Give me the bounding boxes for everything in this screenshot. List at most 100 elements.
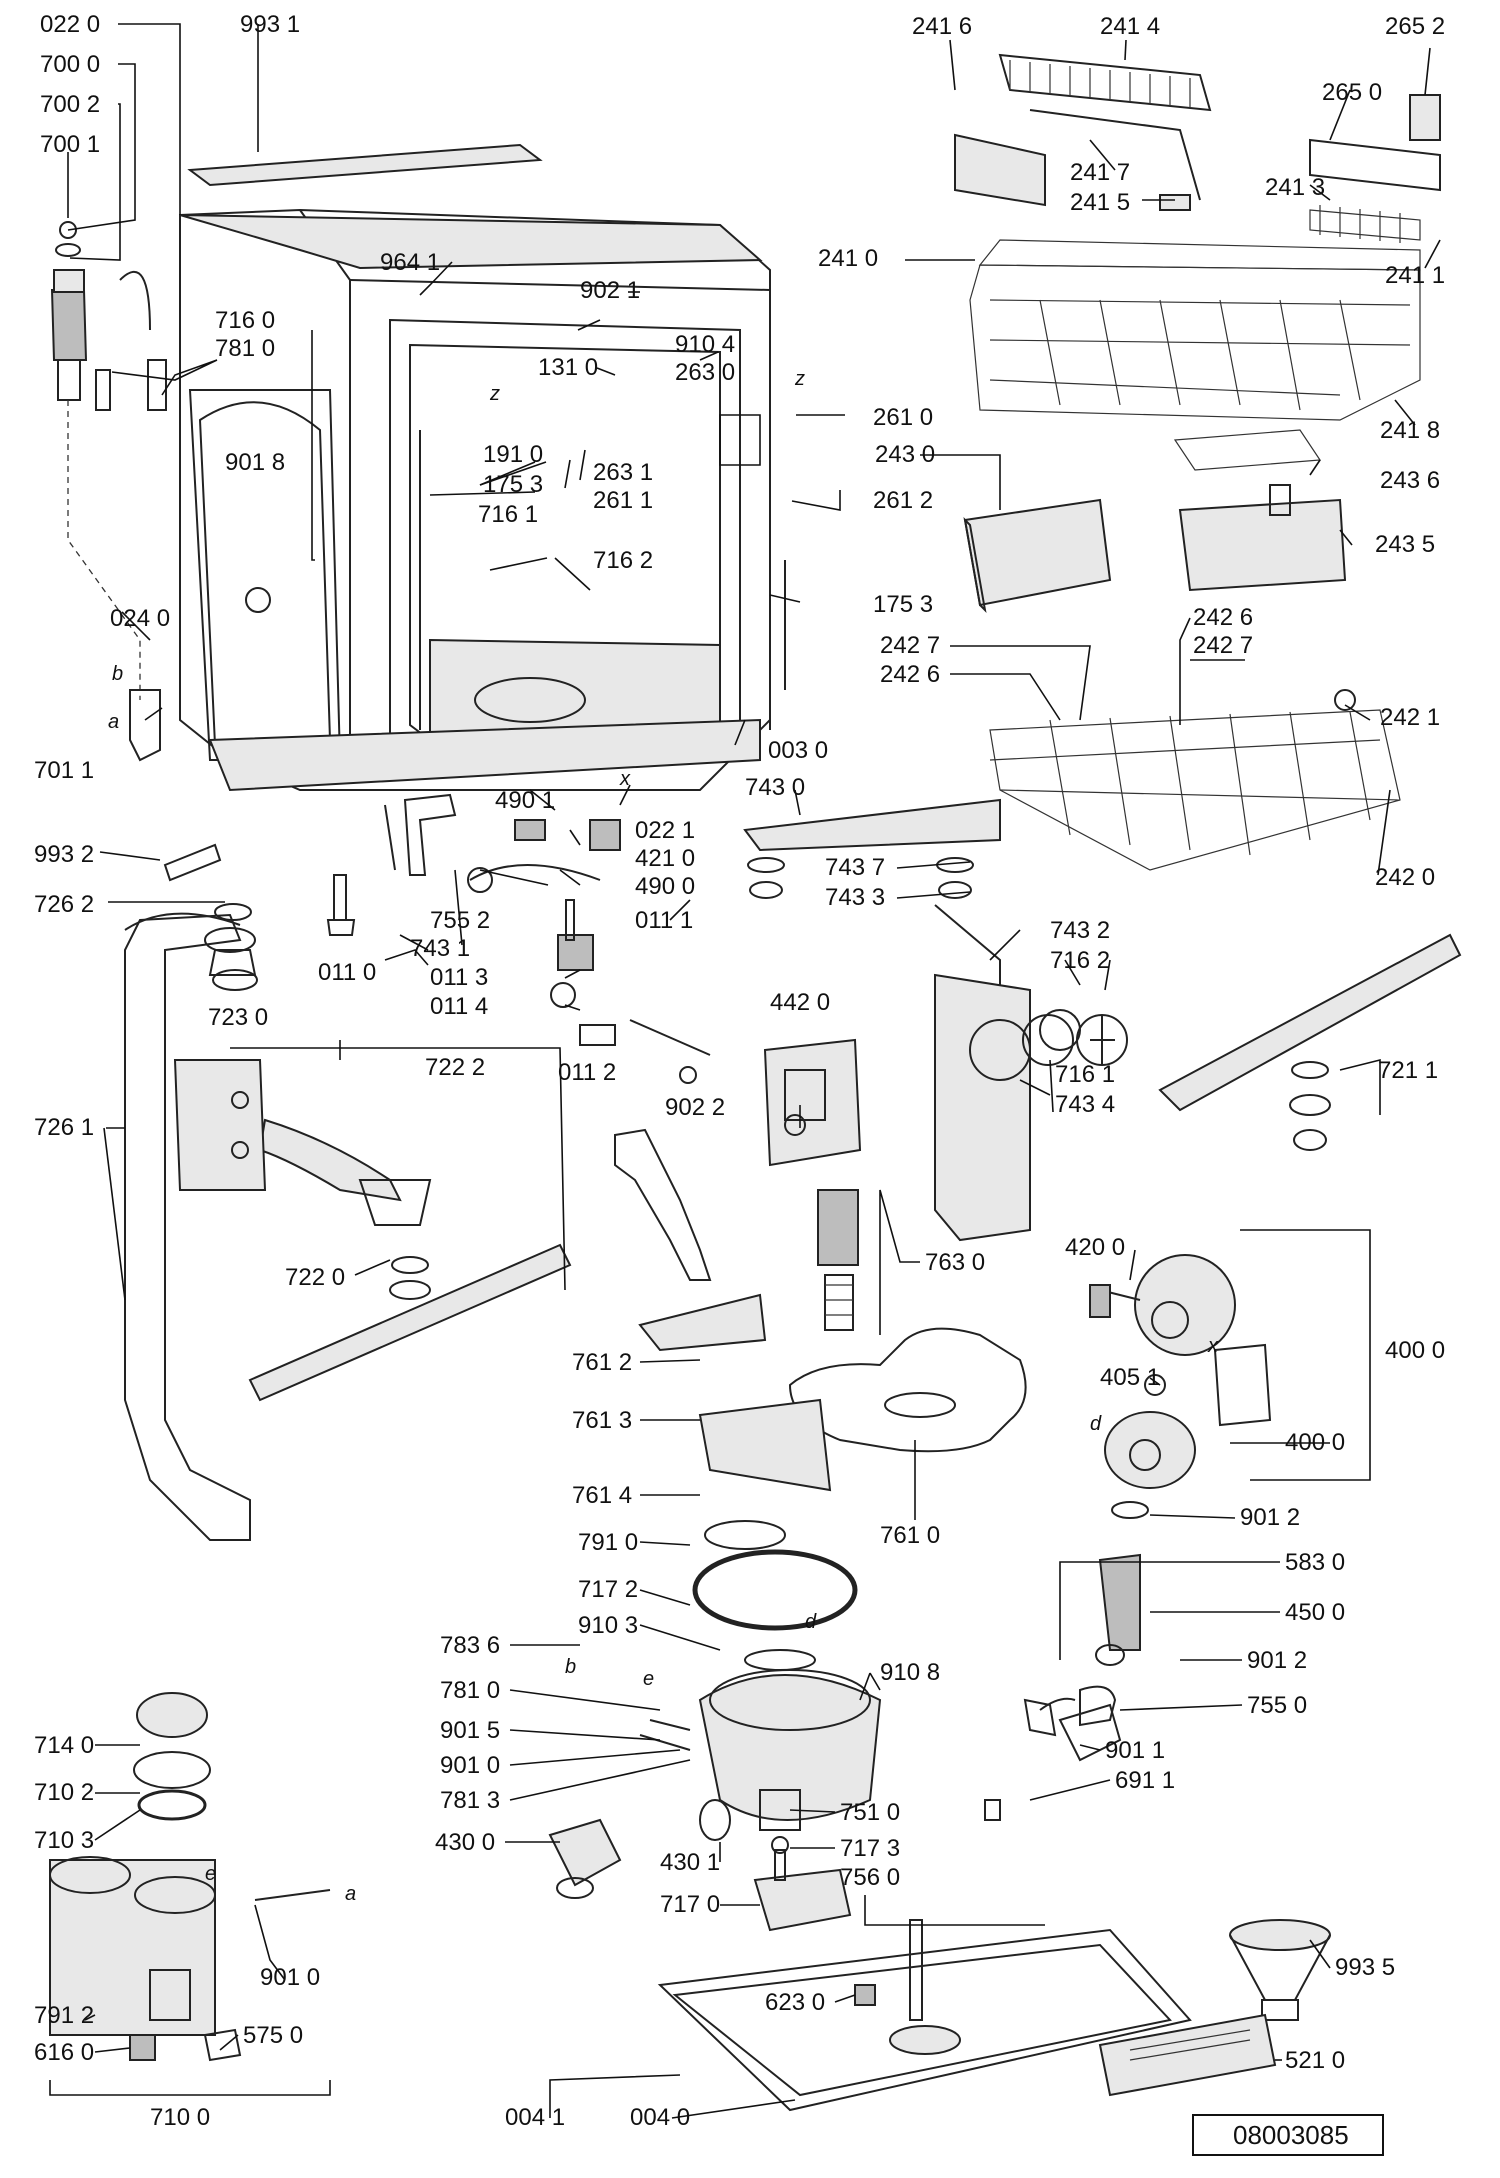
part-label: 242 0 [1375, 864, 1435, 891]
pump-717-0 [753, 1836, 852, 1932]
document-number-box: 08003085 [1192, 2114, 1384, 2156]
part-label: 490 1 [495, 787, 555, 814]
part-label: 011 1 [635, 907, 693, 934]
part-label: 442 0 [770, 989, 830, 1016]
part-label: 265 0 [1322, 79, 1382, 106]
part-label: 263 0 [675, 359, 735, 386]
part-label: 405 1 [1100, 1364, 1160, 1391]
part-label: 022 0 [40, 11, 100, 38]
part-label: 700 2 [40, 91, 100, 118]
part-label: 743 4 [1055, 1091, 1115, 1118]
circulation-pump-400-0 [1089, 1254, 1272, 1489]
upper-spray-arm-feed [743, 798, 1128, 1242]
part-label: 743 3 [825, 884, 885, 911]
heater-430-0 [548, 1799, 731, 1899]
water-channel-726-1 [124, 912, 258, 1541]
part-label: 791 2 [34, 2002, 94, 2029]
connection-letter: d [805, 1611, 817, 1633]
connection-letters: a b z z x d x b e d a e [108, 368, 1219, 1905]
sump-channels [614, 1128, 832, 1550]
part-label: 575 0 [243, 2022, 303, 2049]
part-label: 901 5 [440, 1717, 500, 1744]
part-label: 901 0 [260, 1964, 320, 1991]
tub-frame [179, 208, 786, 792]
part-label: 131 0 [538, 354, 598, 381]
part-label: 722 2 [425, 1054, 485, 1081]
part-label: 743 2 [1050, 917, 1110, 944]
part-label: 761 2 [572, 1349, 632, 1376]
filter-plate-761-0 [788, 1327, 1027, 1453]
part-label: 763 0 [925, 1249, 985, 1276]
part-label: 263 1 [593, 459, 653, 486]
part-label: 243 6 [1380, 467, 1440, 494]
part-label: 011 0 [318, 959, 376, 986]
part-label: 011 3 [430, 964, 488, 991]
part-label: 241 6 [912, 13, 972, 40]
part-label: 400 0 [1385, 1337, 1445, 1364]
part-label: 717 0 [660, 1891, 720, 1918]
part-label: 993 5 [1335, 1954, 1395, 1981]
part-label: 716 2 [1050, 947, 1110, 974]
part-label: 761 4 [572, 1482, 632, 1509]
part-label: 241 8 [1380, 417, 1440, 444]
part-label: 710 0 [150, 2104, 210, 2131]
part-label: 791 0 [578, 1529, 638, 1556]
part-label: 243 5 [1375, 531, 1435, 558]
part-label: 242 7 [880, 632, 940, 659]
connection-letter: x [1207, 1335, 1219, 1357]
part-label: 716 2 [593, 547, 653, 574]
filter-763-0 [817, 1189, 859, 1331]
upper-spray-arm-721-1 [1158, 933, 1462, 1151]
part-label: 242 6 [880, 661, 940, 688]
part-label: 011 2 [558, 1059, 616, 1086]
connection-letter: d [1090, 1413, 1102, 1435]
part-label: 710 3 [34, 1827, 94, 1854]
part-label: 241 7 [1070, 159, 1130, 186]
part-label: 755 2 [430, 907, 490, 934]
part-label: 755 0 [1247, 1692, 1307, 1719]
part-label: 011 4 [430, 993, 488, 1020]
part-label: 743 0 [745, 774, 805, 801]
part-label: 701 1 [34, 757, 94, 784]
part-label: 400 0 [1285, 1429, 1345, 1456]
part-label: 616 0 [34, 2039, 94, 2066]
connection-letter: a [108, 711, 119, 733]
part-label: 783 6 [440, 1632, 500, 1659]
part-label: 243 0 [875, 441, 935, 468]
part-label: 700 1 [40, 131, 100, 158]
part-label: 241 3 [1265, 174, 1325, 201]
detergent-dispenser-442-0 [763, 1038, 862, 1167]
part-label: 261 1 [593, 487, 653, 514]
part-label: 910 3 [578, 1612, 638, 1639]
part-label: 722 0 [285, 1264, 345, 1291]
part-label: 024 0 [110, 605, 170, 632]
part-label: 691 1 [1115, 1767, 1175, 1794]
misc-small-parts [163, 793, 1074, 1084]
document-number: 08003085 [1233, 2120, 1349, 2150]
part-label: 420 0 [1065, 1234, 1125, 1261]
connection-letter: b [112, 663, 123, 685]
part-label: 901 0 [440, 1752, 500, 1779]
upper-basket-241-0 [969, 239, 1421, 421]
part-label: 004 0 [630, 2104, 690, 2131]
part-label: 716 1 [478, 501, 538, 528]
seal-791-0 [692, 1549, 858, 1631]
part-label: 993 1 [240, 11, 300, 38]
part-label: 781 0 [440, 1677, 500, 1704]
part-label: 714 0 [34, 1732, 94, 1759]
part-label: 421 0 [635, 845, 695, 872]
connection-letter: b [565, 1656, 576, 1678]
part-label: 902 2 [665, 1094, 725, 1121]
funnel-993-5 [1229, 1919, 1331, 2021]
part-label: 761 3 [572, 1407, 632, 1434]
part-label: 003 0 [768, 737, 828, 764]
leader-lines [49, 23, 1441, 2119]
drain-pump-parts [984, 1501, 1149, 1821]
part-label: 242 1 [1380, 704, 1440, 731]
part-label: 716 0 [215, 307, 275, 334]
part-label: 450 0 [1285, 1599, 1345, 1626]
part-label: 191 0 [483, 441, 543, 468]
control-panel-521-0 [1098, 2013, 1277, 2097]
part-label: 241 4 [1100, 13, 1160, 40]
part-label: 743 7 [825, 854, 885, 881]
